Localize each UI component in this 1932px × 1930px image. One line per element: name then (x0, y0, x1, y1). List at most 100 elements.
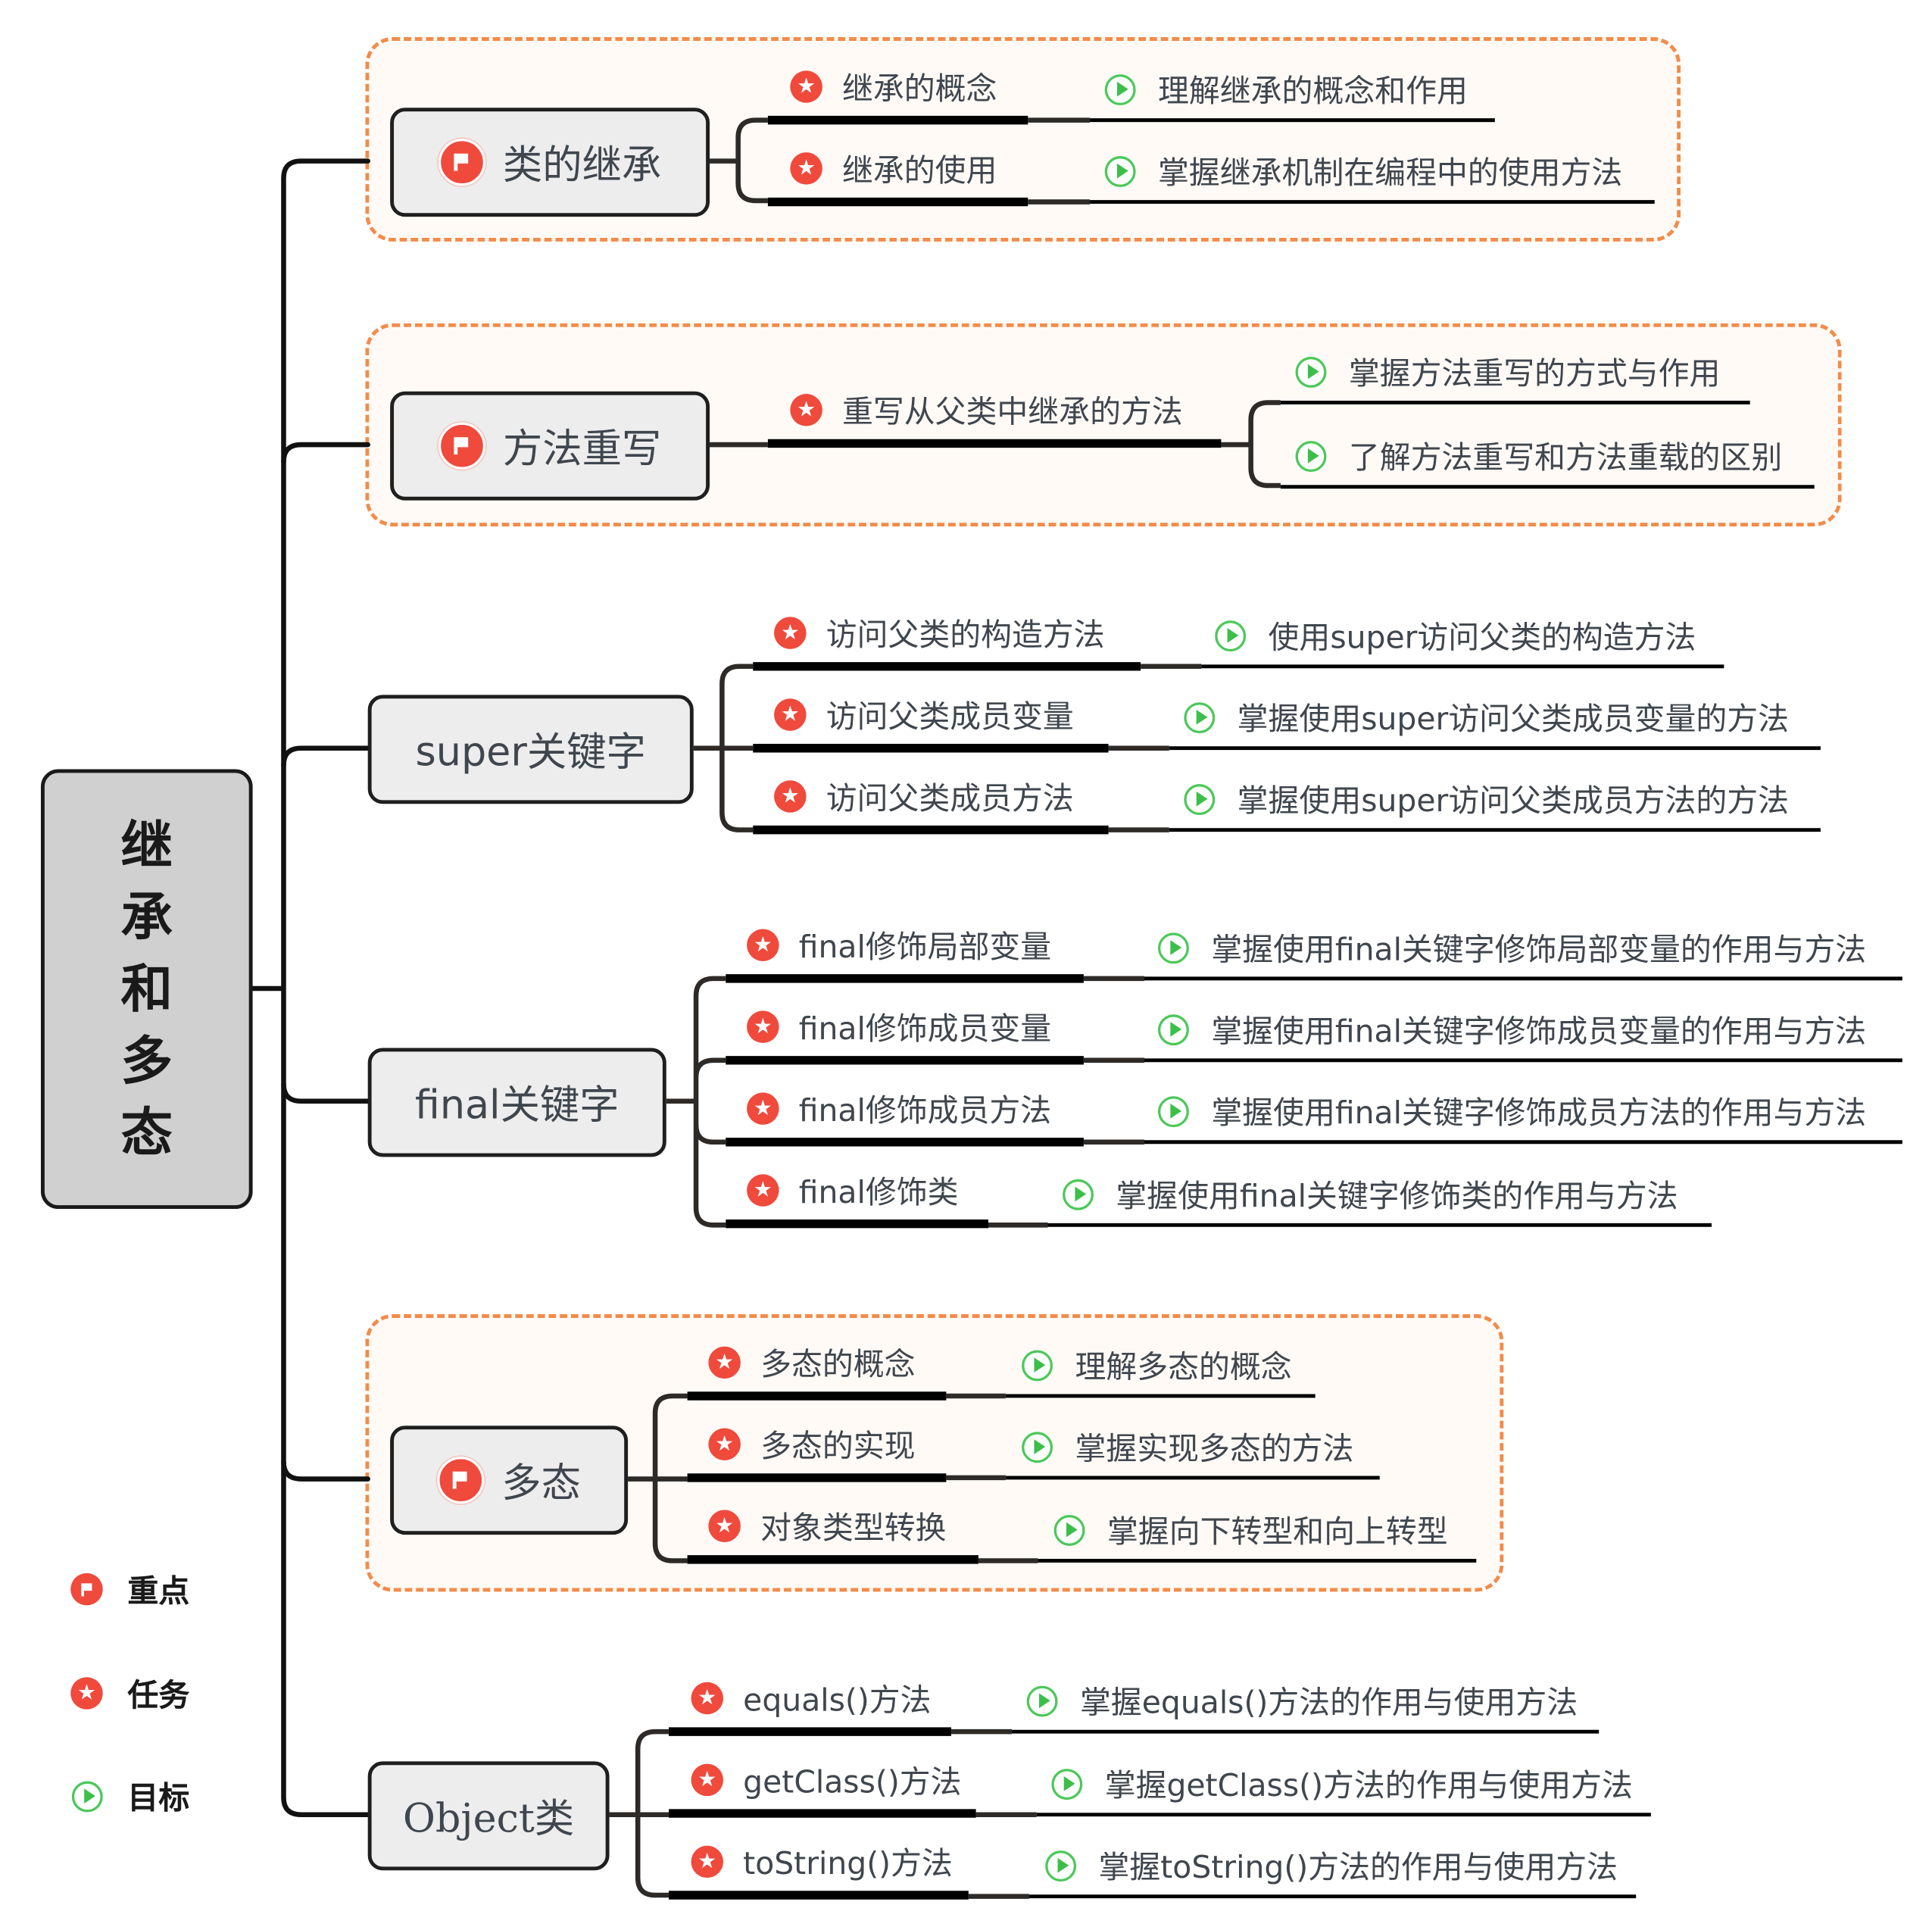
star-icon: ★ (790, 70, 822, 103)
goal-node[interactable]: 理解多态的概念 (1022, 1347, 1292, 1385)
topic-polymorphism[interactable]: 多态 (390, 1426, 629, 1535)
star-icon: ★ (708, 1346, 741, 1379)
task-node[interactable]: ★ 访问父类成员方法 (774, 778, 1074, 817)
task-node[interactable]: ★对象类型转换 (708, 1507, 946, 1546)
flag-icon (438, 139, 486, 186)
root-char: 继 (120, 814, 173, 876)
goal-icon (1053, 1514, 1085, 1546)
task-label: 继承的使用 (842, 152, 997, 189)
task-label: 访问父类成员方法 (826, 780, 1074, 817)
legend-label: 任务 (127, 1677, 190, 1713)
task-label: 继承的概念 (842, 70, 997, 107)
goal-node[interactable]: 掌握向下转型和向上转型 (1053, 1511, 1448, 1550)
star-icon: ★ (774, 698, 807, 731)
task-node[interactable]: ★ final修饰类 (747, 1172, 958, 1210)
goal-label: 掌握equals()方法的作用与使用方法 (1079, 1685, 1578, 1721)
task-label: 重写从父类中继承的方法 (842, 394, 1183, 430)
connector-inheritance-tasks (710, 117, 768, 204)
goal-label: 掌握使用final关键字修饰局部变量的作用与方法 (1211, 931, 1867, 968)
topic-label: final关键字 (414, 1081, 620, 1129)
goal-node[interactable]: 掌握使用final关键字修饰成员变量的作用与方法 (1158, 1010, 1866, 1049)
goal-icon (1158, 1013, 1189, 1045)
legend-item-key-point: 重点 (70, 1567, 189, 1612)
task-node[interactable]: ★ final修饰局部变量 (747, 926, 1051, 965)
goal-label: 掌握使用final关键字修饰类的作用与方法 (1116, 1178, 1678, 1214)
flag-icon (438, 422, 486, 470)
topic-super[interactable]: super关键字 (367, 695, 694, 804)
goal-icon (1022, 1431, 1053, 1463)
task-node[interactable]: ★多态的实现 (708, 1426, 916, 1464)
goal-label: 掌握实现多态的方法 (1075, 1430, 1354, 1467)
goal-node[interactable]: 掌握使用super访问父类成员变量的方法 (1184, 698, 1789, 737)
goal-label: 使用super访问父类的构造方法 (1268, 619, 1696, 656)
task-node[interactable]: ★访问父类的构造方法 (774, 614, 1105, 653)
star-icon: ★ (691, 1763, 724, 1797)
task-node[interactable]: ★重写从父类中继承的方法 (790, 392, 1183, 429)
connector-object-tasks (609, 1729, 669, 1898)
goal-icon (71, 1780, 103, 1812)
task-label: final修饰局部变量 (798, 929, 1052, 965)
topic-final[interactable]: final关键字 (367, 1048, 666, 1157)
goal-icon (1104, 73, 1136, 105)
goal-icon (1045, 1850, 1077, 1882)
goal-node[interactable]: 掌握继承机制在编程中的使用方法 (1104, 152, 1622, 191)
goal-node[interactable]: 掌握使用super访问父类成员方法的方法 (1184, 780, 1789, 819)
connector-root-trunk (250, 158, 370, 1817)
connector-root-super (281, 745, 370, 768)
goal-node[interactable]: 掌握实现多态的方法 (1022, 1429, 1353, 1466)
task-node[interactable]: ★final修饰成员方法 (747, 1090, 1051, 1129)
task-node[interactable]: ★equals()方法 (691, 1679, 932, 1718)
star-icon: ★ (747, 1010, 779, 1043)
goal-icon (1158, 1095, 1189, 1127)
goal-icon (1184, 701, 1216, 733)
connector-final-tasks (666, 976, 726, 1228)
topic-override[interactable]: 方法重写 (390, 391, 710, 501)
star-icon: ★ (747, 1174, 779, 1207)
task-label: 多态的概念 (760, 1346, 916, 1382)
goal-node[interactable]: 掌握方法重写的方式与作用 (1295, 353, 1720, 392)
goal-node[interactable]: 掌握使用final关键字修饰类的作用与方法 (1063, 1176, 1678, 1214)
goal-node[interactable]: 掌握使用final关键字修饰成员方法的作用与方法 (1158, 1092, 1866, 1131)
goal-node[interactable]: 掌握使用final关键字修饰局部变量的作用与方法 (1158, 929, 1866, 967)
task-label: final修饰成员方法 (798, 1092, 1052, 1129)
goal-node[interactable]: 使用super访问父类的构造方法 (1215, 617, 1696, 655)
task-label: 多态的实现 (760, 1428, 916, 1464)
task-node[interactable]: ★ 访问父类成员变量 (774, 696, 1074, 735)
goal-icon (1022, 1349, 1053, 1381)
root-node[interactable]: 继 承 和 多 态 (40, 769, 253, 1210)
goal-icon (1295, 440, 1327, 472)
goal-icon (1063, 1178, 1094, 1210)
root-char: 和 (120, 957, 173, 1020)
goal-label: 掌握使用super访问父类成员方法的方法 (1237, 782, 1790, 819)
legend-label: 目标 (127, 1779, 190, 1816)
task-label: 访问父类成员变量 (826, 698, 1074, 735)
task-node[interactable]: ★ 继承的概念 (790, 68, 997, 107)
topic-inheritance[interactable]: 类的继承 (390, 108, 710, 217)
goal-icon (1215, 620, 1247, 651)
connector-super-tasks (693, 664, 754, 832)
task-node[interactable]: ★ 多态的概念 (708, 1344, 916, 1382)
goal-icon (1295, 356, 1327, 388)
goal-node[interactable]: 掌握getClass()方法的作用与使用方法 (1051, 1765, 1633, 1804)
task-label: equals()方法 (743, 1682, 932, 1719)
star-icon: ★ (774, 780, 807, 813)
task-node[interactable]: ★继承的使用 (790, 150, 997, 189)
goal-node[interactable]: 理解继承的概念和作用 (1104, 70, 1468, 109)
flag-icon (437, 1457, 485, 1504)
task-node[interactable]: ★getClass()方法 (691, 1761, 962, 1800)
task-label: final修饰类 (798, 1174, 959, 1210)
connector-root-poly (281, 1459, 370, 1482)
task-node[interactable]: ★toString()方法 (691, 1843, 953, 1882)
goal-icon (1104, 155, 1136, 187)
star-icon: ★ (708, 1510, 741, 1542)
goal-node[interactable]: 掌握equals()方法的作用与使用方法 (1026, 1682, 1578, 1720)
connector-override-goals (1221, 400, 1281, 489)
goal-label: 掌握使用final关键字修饰成员方法的作用与方法 (1211, 1095, 1867, 1132)
root-char: 多 (120, 1029, 173, 1091)
star-icon: ★ (747, 929, 779, 961)
goal-node[interactable]: 了解方法重写和方法重载的区别 (1295, 437, 1782, 476)
topic-object[interactable]: Object类 (367, 1761, 610, 1871)
task-node[interactable]: ★final修饰成员变量 (747, 1008, 1051, 1047)
goal-node[interactable]: 掌握toString()方法的作用与使用方法 (1045, 1847, 1618, 1885)
